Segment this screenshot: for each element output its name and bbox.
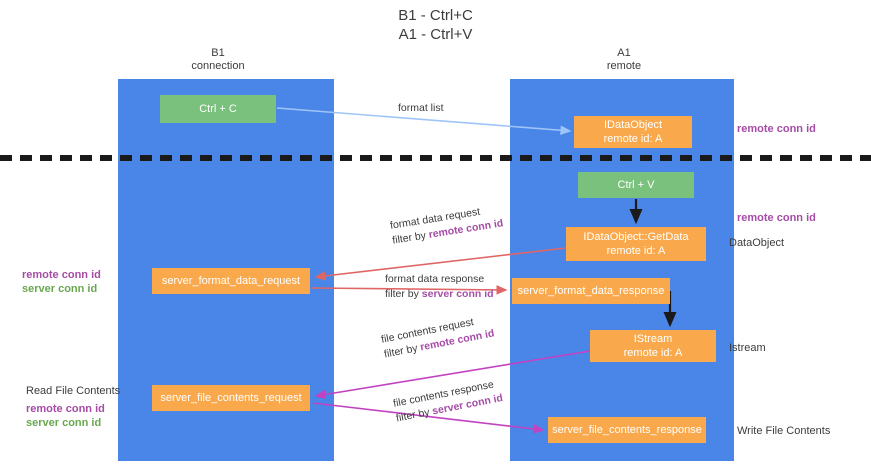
title-line-2: A1 - Ctrl+V [398,26,473,43]
node-server-file-contents-response[interactable]: server_file_contents_response [548,417,706,443]
arrow-format-data-request [314,247,567,281]
edge-label-format-data-response-main: format data response [385,273,485,285]
annotation-istream: Istream [729,342,766,354]
node-server-format-data-request[interactable]: server_format_data_request [152,268,310,294]
node-ctrl-c[interactable]: Ctrl + C [160,95,276,123]
edge-label-format-data-response-filter: filter by server conn id [385,287,494,302]
node-idataobject[interactable]: IDataObject remote id: A [574,116,692,148]
annotation-read-file-contents: Read File Contents [26,385,121,397]
annotation-left-conn-ids-upper: remote conn id server conn id [22,268,101,296]
annotation-write-file-contents: Write File Contents [737,425,831,437]
node-istream-title: IStream [633,333,673,345]
column-header-b1: B1 connection [118,47,318,73]
annotation-dataobject: DataObject [729,237,785,249]
node-ctrl-v[interactable]: Ctrl + V [578,172,694,198]
node-idataobject-title: IDataObject [603,119,663,131]
edge-label-format-data-response: format data response filter by server co… [385,272,494,302]
node-idataobject-subtitle: remote id: A [603,133,663,145]
node-istream[interactable]: IStream remote id: A [590,330,716,362]
edge-label-format-list: format list [398,101,444,116]
annotation-left-server-conn-id-2: server conn id [26,417,102,429]
node-ctrl-c-label: Ctrl + C [199,103,237,115]
filter-key: server conn id [421,288,494,300]
node-idataobject-getdata[interactable]: IDataObject::GetData remote id: A [566,227,706,261]
node-server-file-contents-request[interactable]: server_file_contents_request [152,385,310,411]
node-getdata-subtitle: remote id: A [606,245,666,257]
diagram-title: B1 - Ctrl+C A1 - Ctrl+V [0,6,871,44]
column-header-a1-name: A1 [617,47,631,59]
node-ctrl-v-label: Ctrl + V [617,179,655,191]
annotation-remote-conn-id-top: remote conn id [737,123,816,135]
column-header-b1-role: connection [191,60,245,72]
node-server-format-data-response-label: server_format_data_response [517,285,665,297]
node-server-format-data-response[interactable]: server_format_data_response [512,278,670,304]
filter-prefix: filter by [385,288,422,300]
annotation-left-remote-conn-id-1: remote conn id [22,269,101,281]
column-header-a1: A1 remote [524,47,724,73]
phase-divider [0,155,871,161]
column-header-a1-role: remote [606,60,642,72]
node-istream-subtitle: remote id: A [623,347,683,359]
arrow-format-list [276,107,572,136]
node-server-file-contents-response-label: server_file_contents_response [552,424,702,436]
annotation-left-conn-ids-lower: remote conn id server conn id [26,402,105,430]
column-header-b1-name: B1 [211,47,225,59]
annotation-remote-conn-id-mid: remote conn id [737,212,816,224]
title-line-1: B1 - Ctrl+C [398,7,473,24]
arrow-file-contents-request [314,350,591,400]
arrow-file-contents-response [312,402,545,434]
annotation-left-server-conn-id-1: server conn id [22,283,98,295]
edge-label-format-list-main: format list [398,102,444,114]
node-server-format-data-request-label: server_format_data_request [161,275,301,287]
annotation-left-remote-conn-id-2: remote conn id [26,403,105,415]
arrow-format-data-response [310,285,508,295]
node-getdata-title: IDataObject::GetData [583,231,689,243]
node-server-file-contents-request-label: server_file_contents_request [160,392,302,404]
